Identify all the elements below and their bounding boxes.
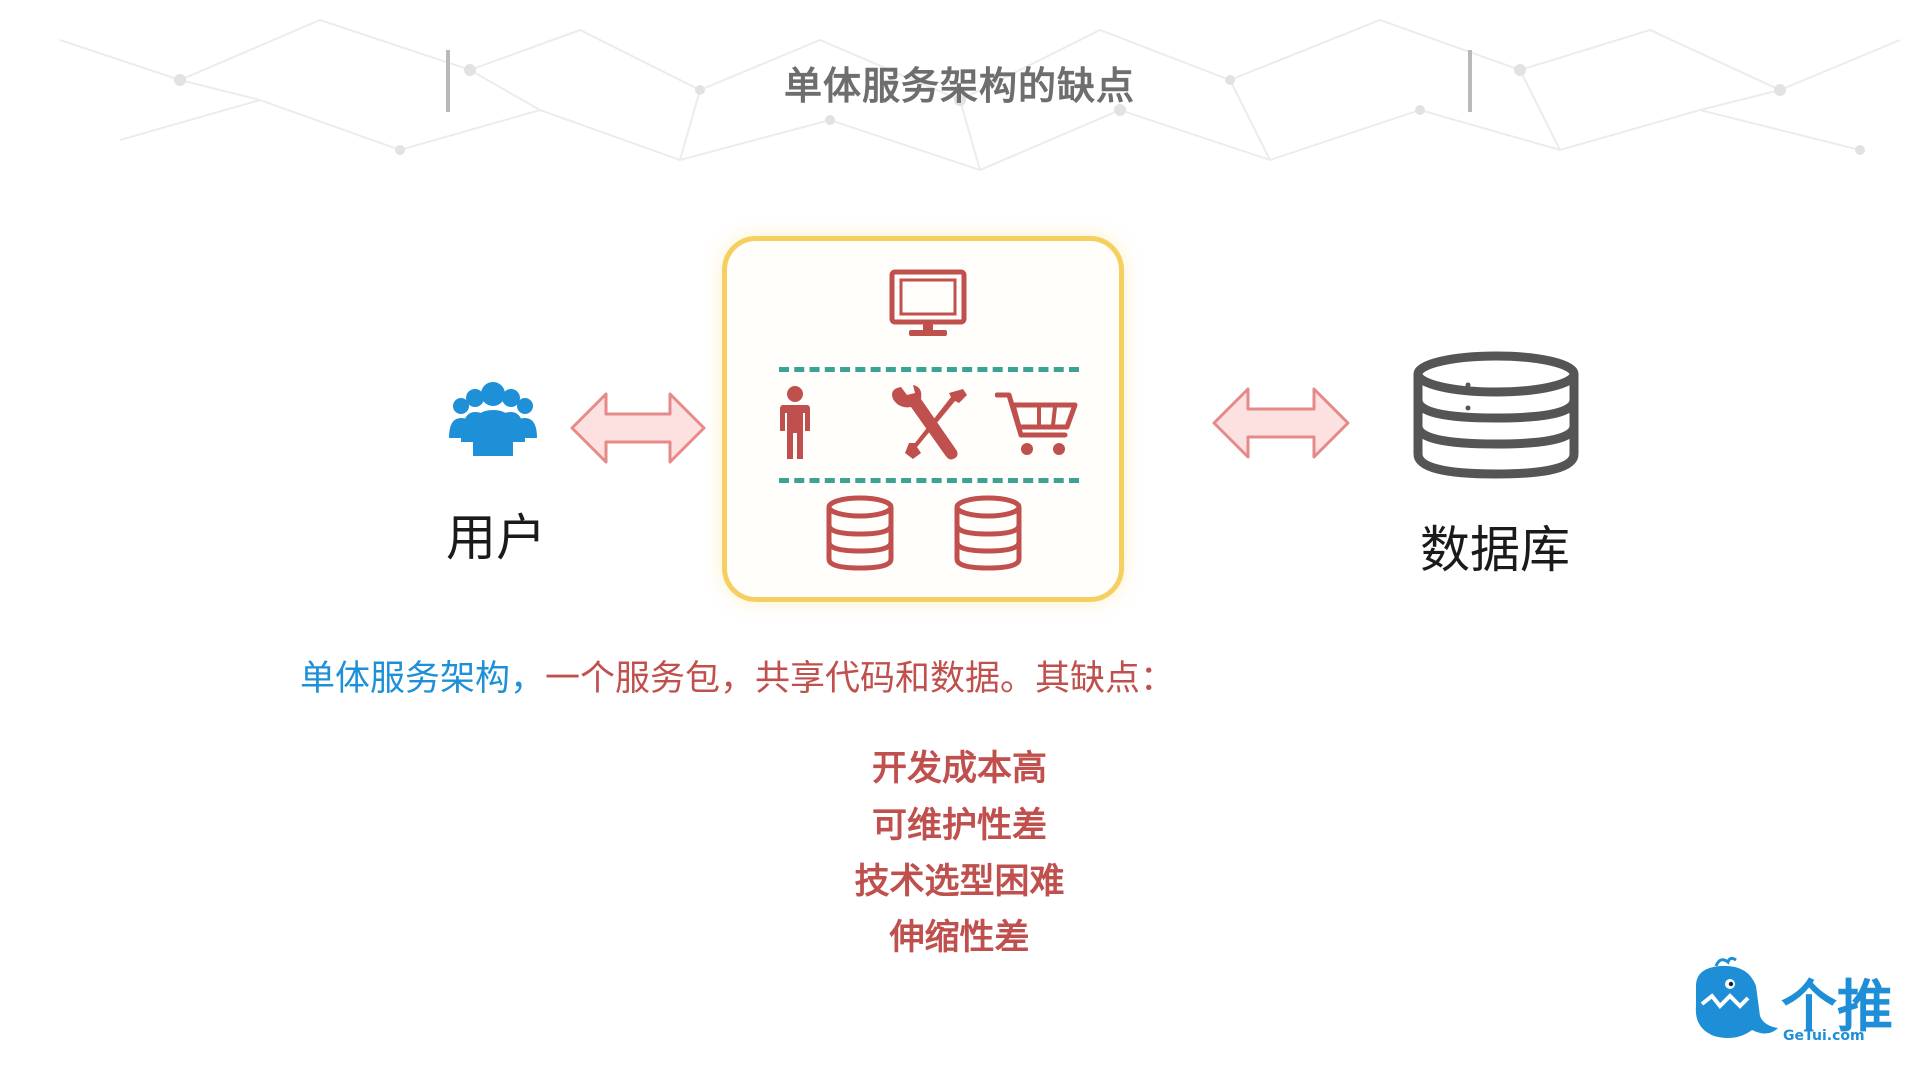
cart-icon [995, 392, 1078, 455]
drawback-item: 可维护性差 [871, 806, 1047, 846]
double-arrow-icon [1212, 387, 1350, 459]
drawback-item: 开发成本高 [871, 749, 1047, 789]
description-rest: 一个服务包，共享代码和数据。其缺点： [545, 659, 1176, 699]
logo-icon [1695, 956, 1778, 1038]
description-text: 单体服务架构，一个服务包，共享代码和数据。其缺点： [300, 650, 1175, 701]
tools-icon [892, 385, 967, 460]
background-network [59, 18, 1901, 172]
drawback-item: 技术选型困难 [854, 862, 1065, 902]
monitor-icon [889, 269, 967, 336]
database-icon [954, 495, 1022, 571]
person-icon [780, 386, 810, 459]
database-icon [1413, 351, 1579, 479]
drawback-item: 伸缩性差 [889, 918, 1030, 958]
monolith-service-box [722, 236, 1124, 602]
database-icon [826, 495, 894, 571]
double-arrow-icon [570, 392, 706, 464]
title-right-divider [1468, 50, 1472, 112]
title-left-divider [446, 50, 450, 112]
user-label: 用户 [446, 509, 546, 567]
layer-divider-bottom [779, 478, 1079, 483]
logo-subtext: GeTui.com [1783, 1028, 1865, 1044]
slide-title: 单体服务架构的缺点 [783, 64, 1135, 108]
logo-text: 个推 [1781, 975, 1893, 1040]
users-icon [449, 382, 537, 456]
layer-divider-top [779, 367, 1079, 372]
database-label: 数据库 [1420, 521, 1570, 579]
description-prefix: 单体服务架构， [300, 659, 546, 699]
